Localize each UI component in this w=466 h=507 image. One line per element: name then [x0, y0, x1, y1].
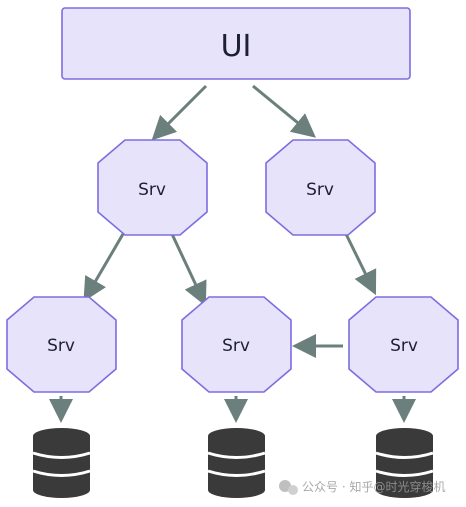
arrow-ui-to-srv-top-left [151, 84, 208, 141]
srv-node-top-left-label: Srv [138, 180, 166, 200]
watermark-text: 公众号 · 知乎@时光穿梭机 [302, 479, 445, 494]
wechat-logo-icon [279, 480, 298, 495]
database-icon [207, 428, 266, 498]
arrow-srv-top-left-to-bottom-left [83, 233, 125, 302]
srv-node-bottom-left-label: Srv [47, 336, 75, 356]
srv-node-bottom-right-label: Srv [390, 336, 418, 356]
arrow-ui-to-srv-top-right [252, 84, 316, 138]
database-icon [32, 428, 91, 498]
srv-node-bottom-left: Srv [6, 296, 117, 393]
srv-node-top-right: Srv [265, 139, 376, 236]
database-icon [375, 428, 434, 498]
srv-node-top-left: Srv [97, 139, 208, 236]
srv-node-top-right-label: Srv [306, 180, 334, 200]
ui-node: UI [61, 7, 411, 80]
srv-node-bottom-middle-label: Srv [222, 336, 250, 356]
srv-node-bottom-middle: Srv [181, 296, 292, 393]
watermark: 公众号 · 知乎@时光穿梭机 [279, 479, 445, 495]
arrow-srv-top-left-to-bottom-middle [170, 233, 207, 307]
connectors [49, 84, 416, 423]
srv-node-bottom-right: Srv [348, 296, 459, 393]
ui-node-label: UI [221, 29, 252, 64]
arrow-srv-top-right-to-bottom-right [344, 233, 377, 296]
